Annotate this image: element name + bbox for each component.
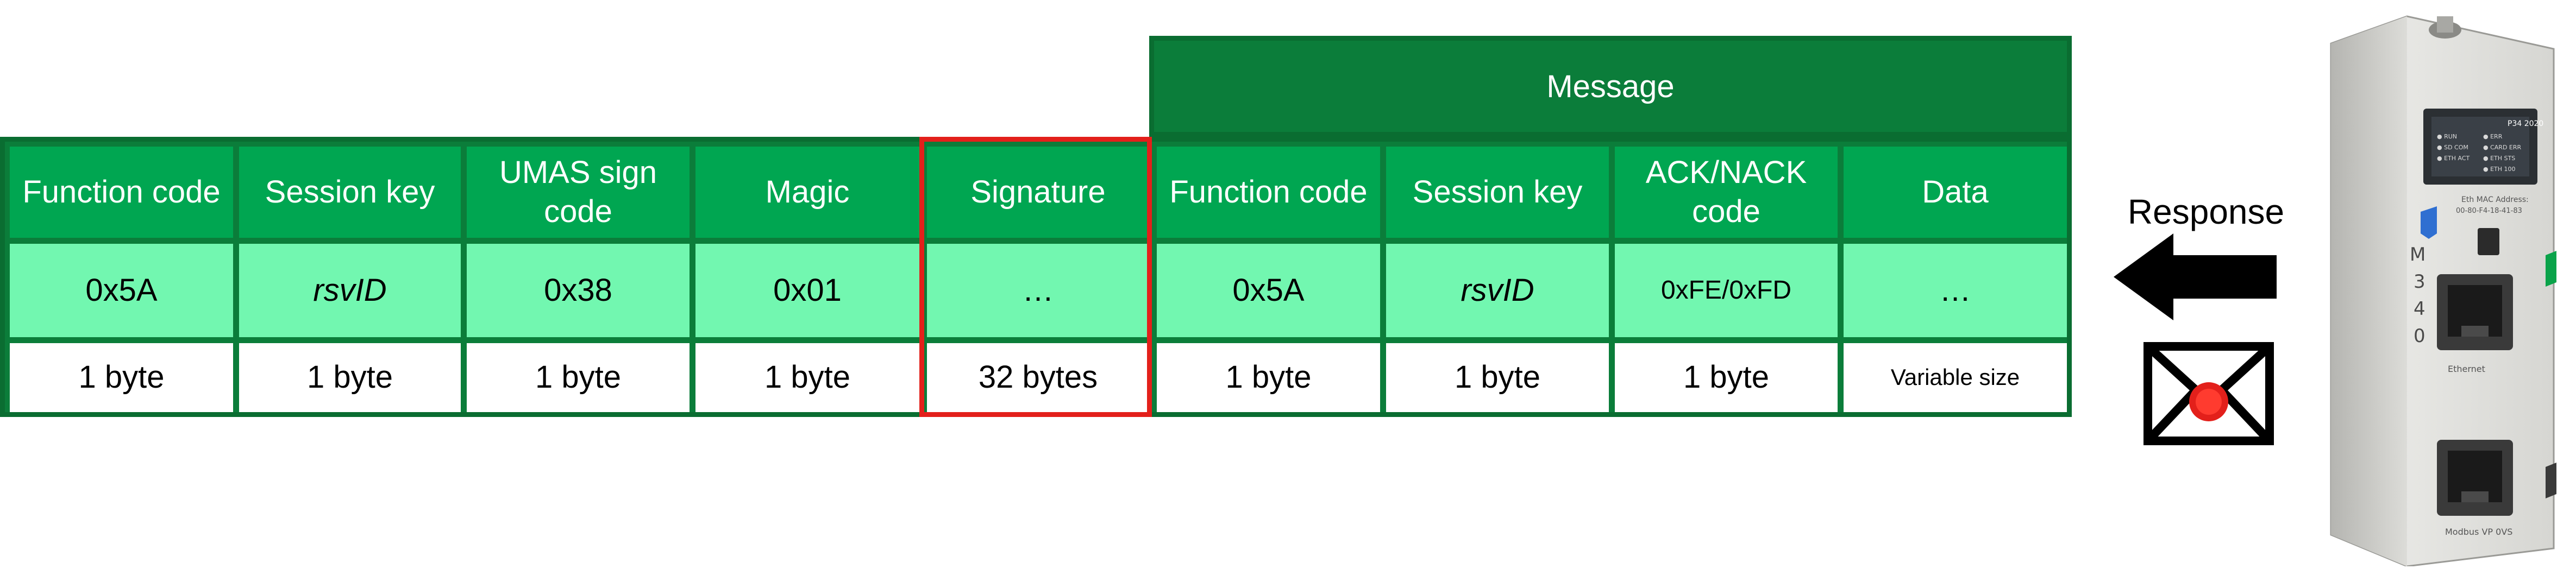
header-cell: Session key (239, 147, 461, 238)
svg-text:● SD COM: ● SD COM (2437, 144, 2468, 151)
svg-text:Eth MAC Address:: Eth MAC Address: (2461, 195, 2529, 204)
size-cell: 1 byte (1615, 343, 1838, 412)
svg-text:● ETH STS: ● ETH STS (2483, 155, 2515, 162)
svg-text:● RUN: ● RUN (2437, 133, 2457, 140)
header-cell: Function code (10, 147, 233, 238)
value-cell: 0xFE/0xFD (1615, 244, 1838, 337)
header-cell: Data (1844, 147, 2067, 238)
ethernet-port-icon (2437, 274, 2513, 350)
svg-text:Modbus VP 0VS: Modbus VP 0VS (2445, 527, 2512, 537)
value-cell: 0x01 (695, 244, 919, 337)
value-cell: … (927, 244, 1149, 337)
size-cell: 1 byte (695, 343, 919, 412)
size-cell: Variable size (1844, 343, 2067, 412)
size-cell: 32 bytes (927, 343, 1149, 412)
size-cell: 1 byte (10, 343, 233, 412)
size-cell: 1 byte (239, 343, 461, 412)
modbus-port-icon (2437, 440, 2513, 516)
envelope-icon (2143, 342, 2274, 445)
header-cell: UMAS sign code (467, 147, 690, 238)
value-cell: rsvID (1386, 244, 1609, 337)
header-cell: Signature (927, 147, 1149, 238)
left-arrow-icon (2114, 233, 2277, 320)
screw-icon (2429, 16, 2461, 39)
value-cell: … (1844, 244, 2067, 337)
size-cell: 1 byte (1386, 343, 1609, 412)
svg-text:● ETH 100: ● ETH 100 (2483, 166, 2516, 173)
svg-text:P34 2020: P34 2020 (2508, 119, 2543, 128)
header-cell: ACK/NACK code (1615, 147, 1838, 238)
message-header: Message (1149, 36, 2072, 137)
svg-text:0: 0 (2414, 325, 2425, 347)
svg-text:00-80-F4-18-41-83: 00-80-F4-18-41-83 (2456, 207, 2522, 215)
svg-text:● ERR: ● ERR (2483, 133, 2503, 140)
svg-text:3: 3 (2414, 271, 2425, 293)
svg-text:Ethernet: Ethernet (2448, 364, 2485, 374)
svg-text:● ETH ACT: ● ETH ACT (2437, 155, 2470, 162)
svg-text:M: M (2410, 244, 2425, 265)
value-cell: 0x5A (1157, 244, 1380, 337)
size-cell: 1 byte (467, 343, 690, 412)
signature-highlight (919, 137, 1152, 417)
svg-text:● CARD ERR: ● CARD ERR (2483, 144, 2522, 151)
response-label: Response (2127, 192, 2285, 231)
value-cell: 0x5A (10, 244, 233, 337)
wax-seal-icon (2189, 382, 2228, 421)
header-cell: Function code (1157, 147, 1380, 238)
packet-table: Function code Session key UMAS sign code… (0, 137, 2072, 417)
plc-device: P34 2020 ● RUN ● ERR ● SD COM ● CARD ERR ●… (2298, 0, 2576, 567)
svg-text:4: 4 (2414, 298, 2425, 320)
usb-port-icon (2478, 228, 2499, 255)
value-cell: rsvID (239, 244, 461, 337)
header-cell: Magic (695, 147, 919, 238)
header-cell: Session key (1386, 147, 1609, 238)
value-cell: 0x38 (467, 244, 690, 337)
size-cell: 1 byte (1157, 343, 1380, 412)
